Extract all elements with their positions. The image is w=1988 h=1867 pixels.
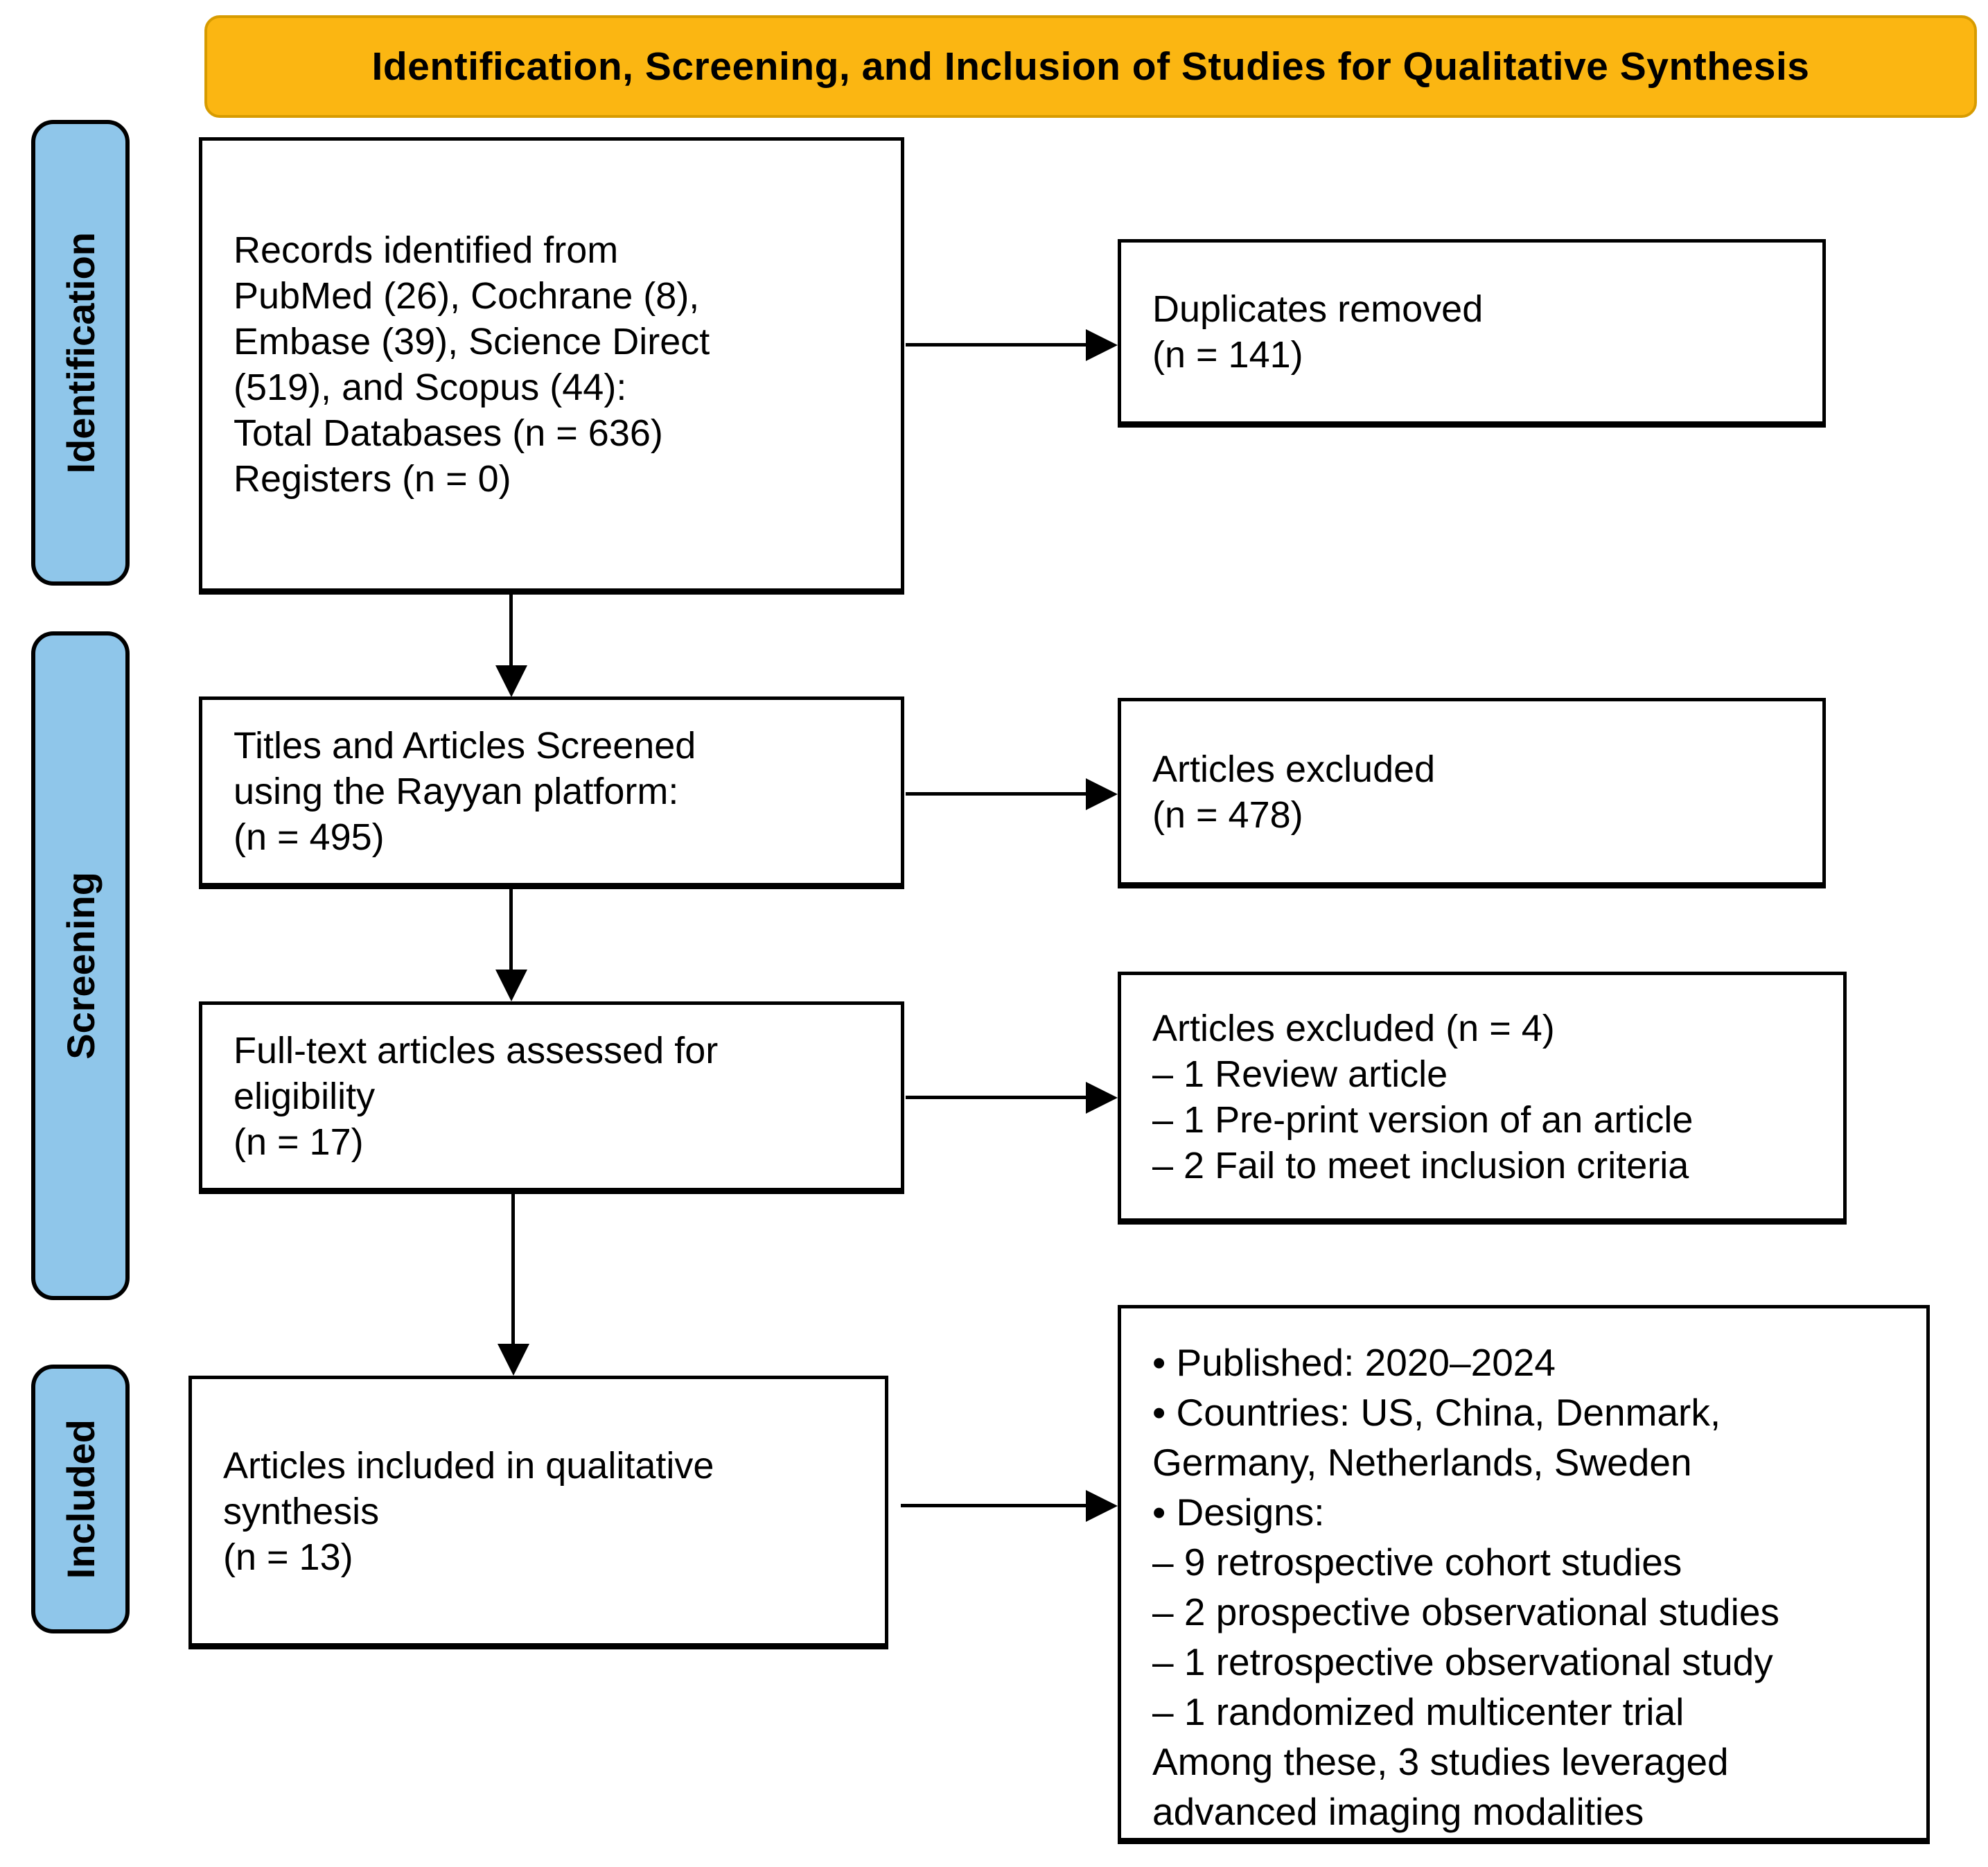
stage-label-included-text: Included <box>58 1419 103 1579</box>
flow-box-fulltext-assessed: Full-text articles assessed for eligibil… <box>199 1001 904 1194</box>
arrow-right-icon <box>1086 329 1118 361</box>
arrow-right-icon <box>1086 778 1118 810</box>
side-box-duplicates-removed: Duplicates removed (n = 141) <box>1118 239 1826 428</box>
flow-box-included-synthesis: Articles included in qualitative synthes… <box>188 1376 888 1649</box>
arrow-shaft <box>511 1194 515 1347</box>
stage-label-included: Included <box>31 1365 130 1633</box>
arrow-down-icon <box>495 665 527 697</box>
title-banner-text: Identification, Screening, and Inclusion… <box>371 44 1810 89</box>
stage-label-screening-text: Screening <box>58 872 103 1060</box>
flow-box-records-identified: Records identified from PubMed (26), Coc… <box>199 137 904 595</box>
side-box-articles-excluded-fulltext: Articles excluded (n = 4) – 1 Review art… <box>1118 972 1847 1225</box>
stage-label-screening: Screening <box>31 631 130 1300</box>
arrow-shaft <box>901 1504 1088 1507</box>
side-box-included-details: • Published: 2020–2024 • Countries: US, … <box>1118 1305 1930 1844</box>
arrow-shaft <box>906 1096 1088 1099</box>
stage-label-identification: Identification <box>31 120 130 586</box>
arrow-down-icon <box>498 1344 529 1376</box>
arrow-right-icon <box>1086 1490 1118 1522</box>
arrow-down-icon <box>495 970 527 1001</box>
arrow-shaft <box>509 594 513 667</box>
stage-label-identification-text: Identification <box>58 231 103 474</box>
arrow-shaft <box>906 792 1088 796</box>
arrow-shaft <box>509 889 513 972</box>
flow-box-titles-screened: Titles and Articles Screened using the R… <box>199 696 904 889</box>
title-banner: Identification, Screening, and Inclusion… <box>204 15 1977 118</box>
arrow-right-icon <box>1086 1082 1118 1114</box>
side-box-articles-excluded-screening: Articles excluded (n = 478) <box>1118 698 1826 888</box>
arrow-shaft <box>906 343 1088 347</box>
